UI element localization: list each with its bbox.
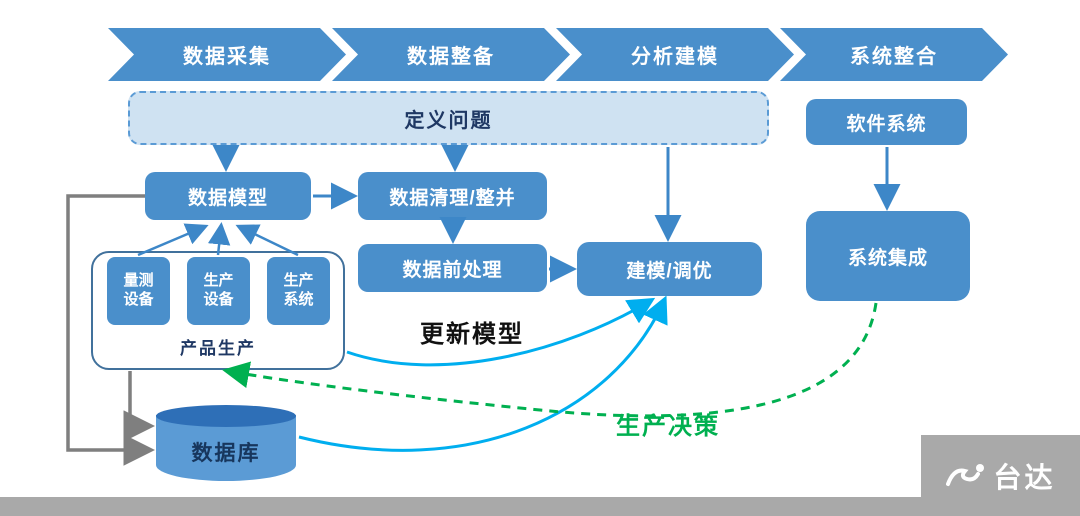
node-label: 数据库 (191, 442, 261, 465)
stage-chevron-data-collection: 数据采集 (108, 28, 346, 81)
node-database: 数据库 (156, 405, 296, 481)
node-label: 定义问题 (404, 109, 493, 132)
database-cylinder-top (156, 405, 296, 427)
node-define-problem: 定义问题 (128, 91, 769, 145)
node-label: 建模/调优 (626, 260, 713, 282)
node-label: 数据前处理 (402, 259, 503, 281)
node-measuring-equipment: 量测 设备 (107, 257, 170, 325)
node-label: 生产 设备 (203, 272, 234, 308)
node-label: 系统集成 (847, 247, 928, 269)
stage-chevron-system-integration: 系统整合 (780, 28, 1008, 81)
stage-label: 系统整合 (850, 46, 938, 68)
node-software-system: 软件系统 (806, 99, 967, 145)
stage-label: 分析建模 (631, 46, 719, 68)
node-label: 软件系统 (846, 113, 927, 135)
brand-logo-text: 台达 (993, 461, 1056, 493)
brand-logo-block: 台达 (921, 435, 1080, 516)
node-data-preprocessing: 数据前处理 (358, 244, 547, 292)
stage-chevron-analysis-modeling: 分析建模 (556, 28, 794, 81)
node-production-system: 生产 系统 (267, 257, 330, 325)
node-data-model: 数据模型 (145, 172, 311, 220)
node-label: 量测 设备 (123, 272, 154, 308)
delta-logo-icon (945, 460, 987, 492)
node-system-integration: 系统集成 (806, 211, 970, 301)
stage-label: 数据整备 (407, 46, 495, 68)
node-data-cleaning: 数据清理/整并 (358, 172, 547, 220)
arrow-production-to-database (123, 371, 155, 442)
label-product-production: 产品生产 (180, 339, 256, 358)
node-label: 生产 系统 (283, 272, 314, 308)
bottom-gray-strip (0, 497, 1080, 516)
stage-chevron-data-preparation: 数据整备 (332, 28, 570, 81)
node-modeling-tuning: 建模/调优 (577, 242, 762, 296)
node-label: 数据模型 (187, 187, 268, 209)
node-label: 数据清理/整并 (389, 187, 516, 209)
stage-label: 数据采集 (183, 46, 271, 68)
annotation-update-model: 更新模型 (420, 321, 524, 348)
node-production-equipment: 生产 设备 (187, 257, 250, 325)
annotation-production-decision: 生产决策 (616, 413, 720, 440)
